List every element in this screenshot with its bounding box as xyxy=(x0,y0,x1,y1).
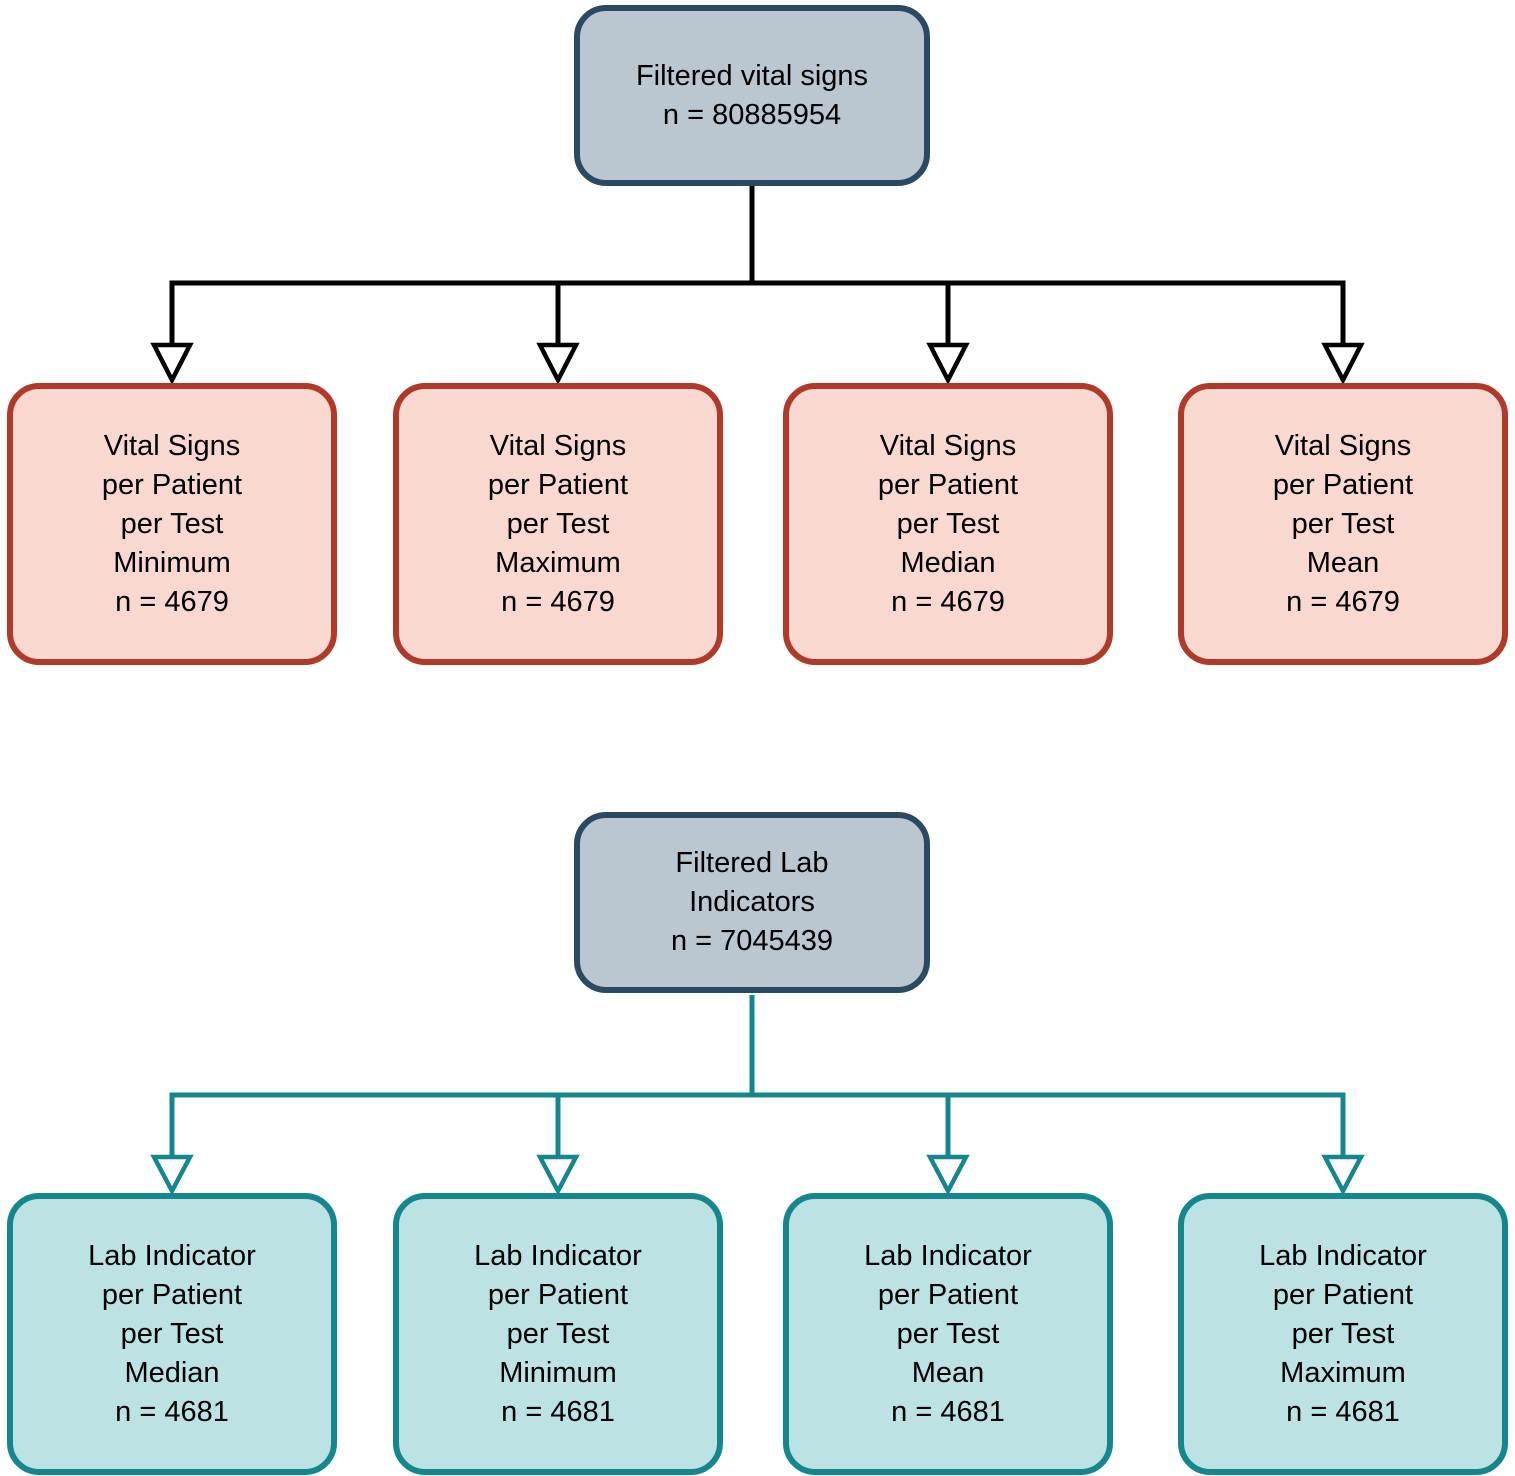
box-line: Lab Indicator xyxy=(864,1239,1032,1272)
lab-child-box-mean: Lab Indicator per Patient per Test Mean … xyxy=(783,1193,1113,1475)
box-line: n = 4681 xyxy=(891,1395,1005,1428)
box-line: n = 4679 xyxy=(891,585,1005,618)
box-line: per Test xyxy=(1291,1317,1395,1350)
box-line: per Patient xyxy=(487,1278,629,1311)
lab-arrowhead-icons xyxy=(150,1154,1365,1196)
box-line: Vital Signs xyxy=(103,429,241,462)
box-line: per Patient xyxy=(877,468,1019,501)
box-line: Maximum xyxy=(1280,1356,1406,1389)
box-line: per Test xyxy=(506,507,610,540)
vital-child-box-minimum: Vital Signs per Patient per Test Minimum… xyxy=(7,383,337,665)
box-line: per Patient xyxy=(101,1278,243,1311)
box-line: n = 4681 xyxy=(1286,1395,1400,1428)
box-line: Minimum xyxy=(113,546,231,579)
box-line: Lab Indicator xyxy=(474,1239,642,1272)
box-line: per Patient xyxy=(1272,1278,1414,1311)
box-line: per Test xyxy=(120,1317,224,1350)
box-line: Median xyxy=(124,1356,220,1389)
box-line: Vital Signs xyxy=(1274,429,1412,462)
box-line: n = 4679 xyxy=(501,585,615,618)
lab-child-box-minimum: Lab Indicator per Patient per Test Minim… xyxy=(393,1193,723,1475)
box-line: Filtered vital signs xyxy=(635,59,869,92)
box-line: Minimum xyxy=(499,1356,617,1389)
box-line: n = 4679 xyxy=(115,585,229,618)
box-line: n = 4681 xyxy=(501,1395,615,1428)
vital-child-box-maximum: Vital Signs per Patient per Test Maximum… xyxy=(393,383,723,665)
vital-root-box: Filtered vital signs n = 80885954 xyxy=(574,5,930,186)
box-line: n = 80885954 xyxy=(662,98,842,131)
lab-child-box-median: Lab Indicator per Patient per Test Media… xyxy=(7,1193,337,1475)
box-line: n = 4681 xyxy=(115,1395,229,1428)
box-line: n = 4679 xyxy=(1286,585,1400,618)
box-line: Mean xyxy=(1306,546,1380,579)
box-line: per Patient xyxy=(487,468,629,501)
box-line: per Test xyxy=(1291,507,1395,540)
box-line: Vital Signs xyxy=(879,429,1017,462)
box-line: per Patient xyxy=(1272,468,1414,501)
box-line: per Test xyxy=(896,1317,1000,1350)
vital-child-box-median: Vital Signs per Patient per Test Median … xyxy=(783,383,1113,665)
box-line: per Test xyxy=(506,1317,610,1350)
box-line: per Patient xyxy=(877,1278,1019,1311)
box-line: n = 7045439 xyxy=(670,925,834,957)
vital-arrowhead-icons xyxy=(150,342,1365,385)
box-line: Filtered Lab xyxy=(675,847,829,879)
box-line: per Patient xyxy=(101,468,243,501)
vital-child-box-mean: Vital Signs per Patient per Test Mean n … xyxy=(1178,383,1508,665)
box-line: Median xyxy=(900,546,996,579)
box-line: Vital Signs xyxy=(489,429,627,462)
box-line: per Test xyxy=(120,507,224,540)
box-line: Mean xyxy=(911,1356,985,1389)
box-line: Maximum xyxy=(495,546,621,579)
box-line: Indicators xyxy=(689,886,815,918)
box-line: Lab Indicator xyxy=(88,1239,256,1272)
box-line: Lab Indicator xyxy=(1259,1239,1427,1272)
lab-connector xyxy=(169,995,1346,1157)
vital-connector xyxy=(169,185,1346,345)
box-line: per Test xyxy=(896,507,1000,540)
lab-child-box-maximum: Lab Indicator per Patient per Test Maxim… xyxy=(1178,1193,1508,1475)
lab-root-box: Filtered Lab Indicators n = 7045439 xyxy=(574,812,930,993)
